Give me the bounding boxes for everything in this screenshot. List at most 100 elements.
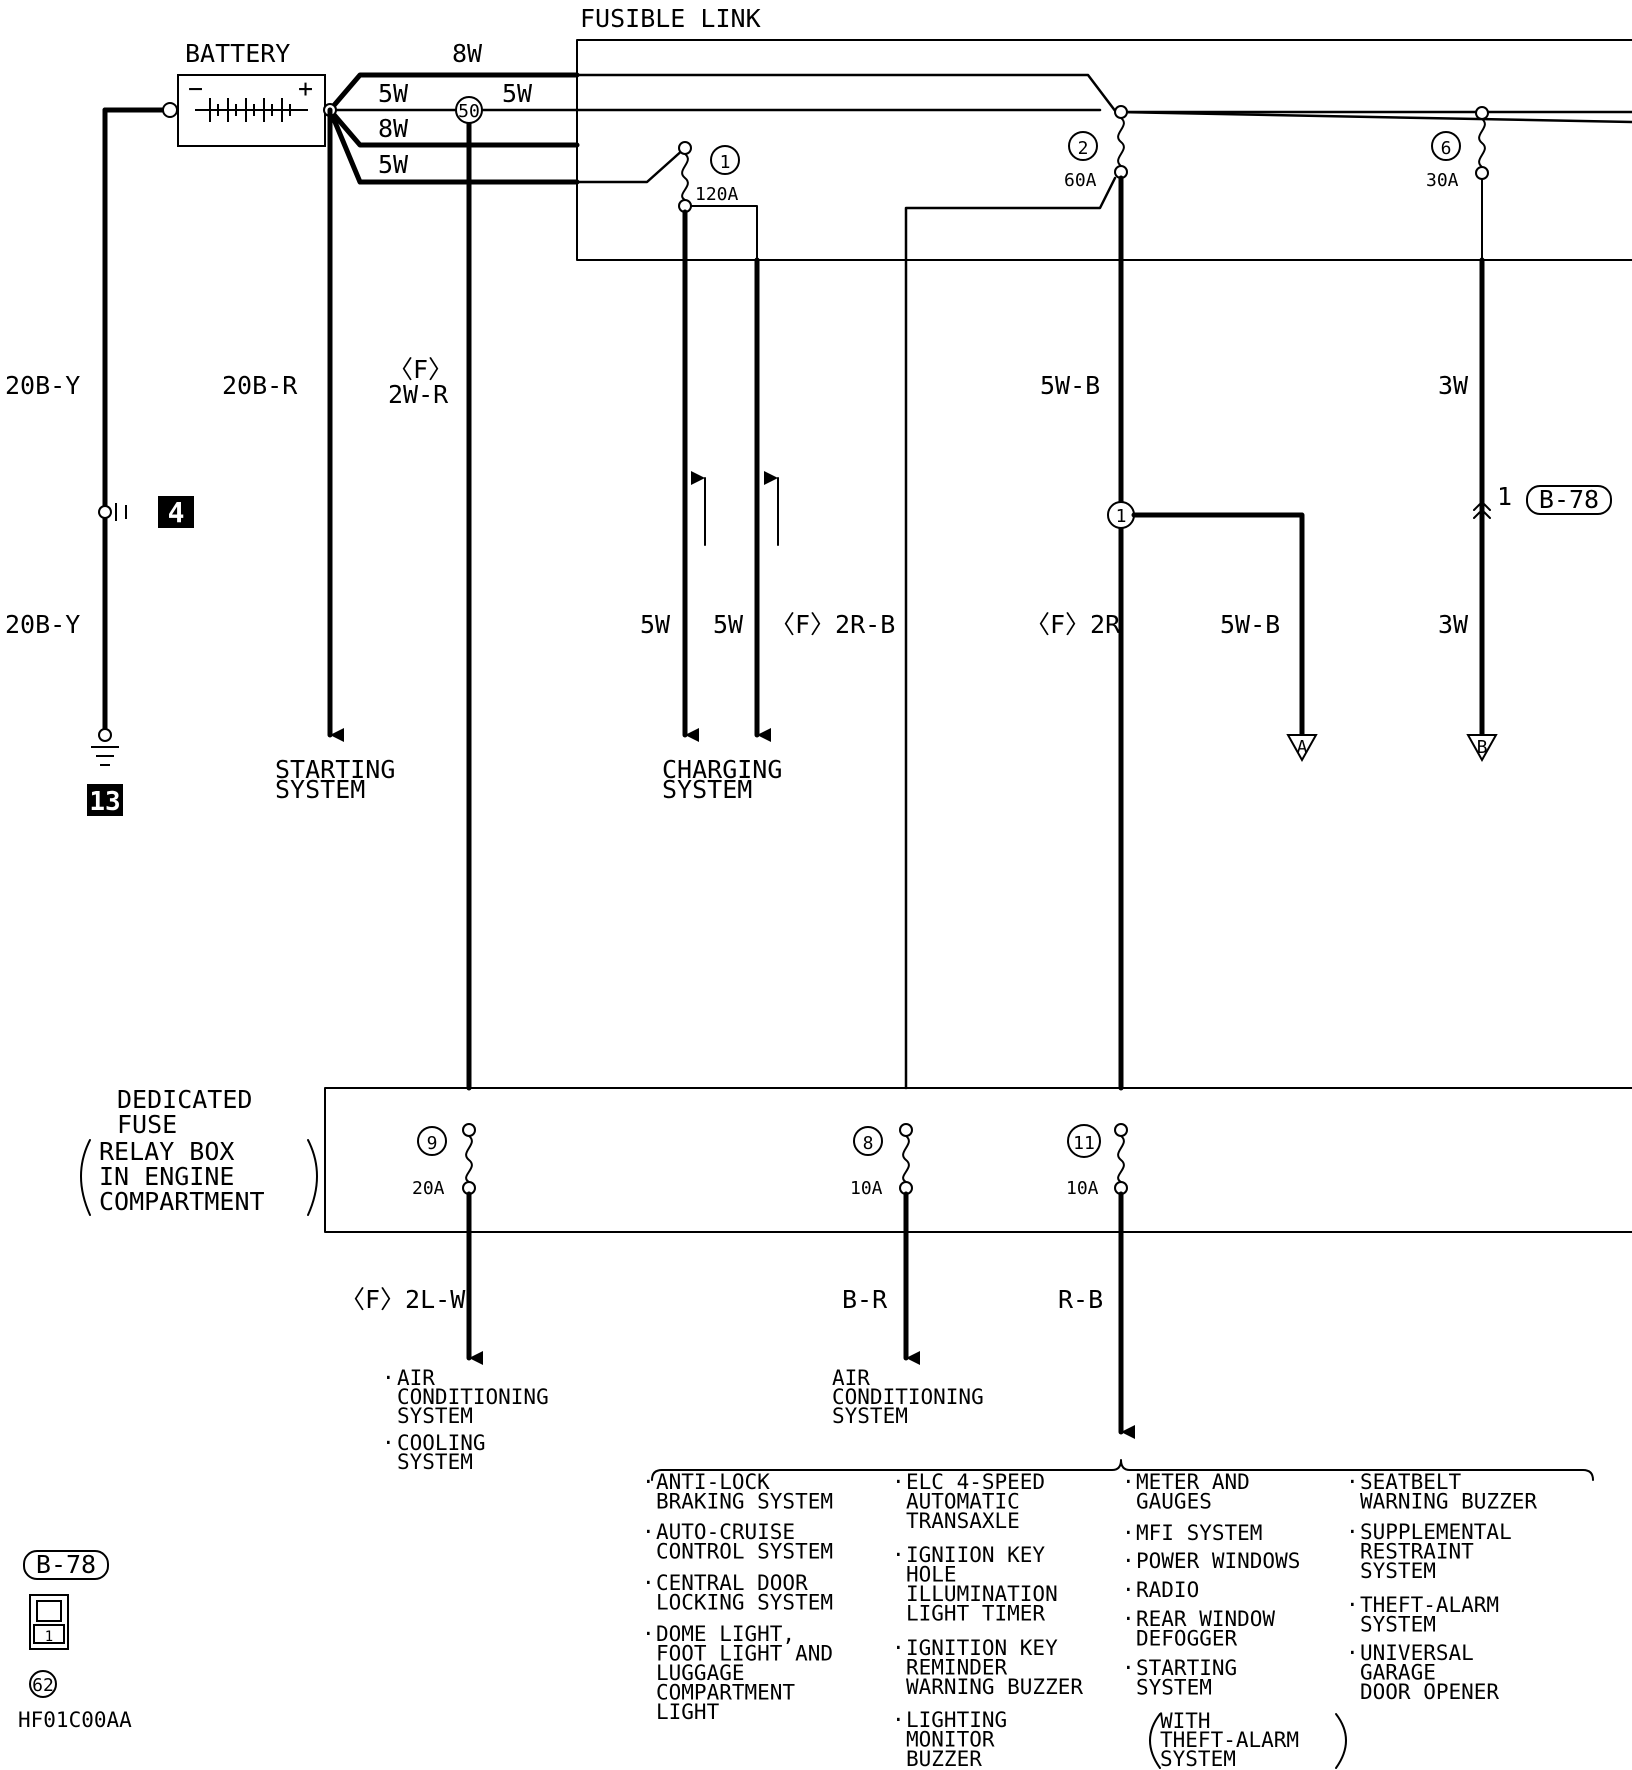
- system-item-line: LIGHTING: [906, 1708, 1007, 1732]
- fusible-link-label: FUSIBLE LINK: [580, 4, 761, 33]
- connector-icon: 1: [29, 1594, 69, 1650]
- connector-b78-ref: B-78: [1539, 485, 1599, 514]
- arrow-a: [1286, 734, 1318, 763]
- fuse-9-rating: 20A: [412, 1178, 445, 1199]
- diagram-code: HF01C00AA: [18, 1708, 132, 1732]
- legend-b78-ref: B-78: [36, 1550, 96, 1579]
- ac-left-line1: AIR: [397, 1366, 435, 1390]
- connector-50: [455, 96, 483, 124]
- ac-mid-line1: AIR: [832, 1366, 870, 1390]
- system-item-line: DOME LIGHT,: [656, 1622, 795, 1646]
- system-bullet: ·: [1122, 1470, 1135, 1494]
- battery-positive-wires: 8W 5W 5W 8W 5W: [323, 39, 580, 185]
- system-item-line: LIGHT TIMER: [906, 1602, 1045, 1626]
- fuse-1-rating: 120A: [695, 184, 739, 205]
- wire-label-2r: 〈F〉2R: [1025, 610, 1121, 639]
- system-item-line: DOOR OPENER: [1360, 1680, 1499, 1704]
- system-bullet: ·: [1122, 1607, 1135, 1631]
- system-item-line: GAUGES: [1136, 1490, 1212, 1514]
- ac-left-line3: SYSTEM: [397, 1404, 473, 1428]
- system-bullet: ·: [1346, 1520, 1359, 1544]
- battery-minus: −: [188, 74, 203, 103]
- relay-box-line4: IN ENGINE: [99, 1162, 234, 1191]
- cooling-line1: COOLING: [397, 1431, 486, 1455]
- system-item-line: UNIVERSAL: [1360, 1641, 1474, 1665]
- ground-id-13-box: [87, 784, 123, 816]
- relay-box-line1: DEDICATED: [117, 1085, 252, 1114]
- legend-connector-pin: 1: [45, 1629, 53, 1645]
- fusible-link-box: FUSIBLE LINK: [576, 4, 1632, 261]
- wire-label-20b-y-top: 20B-Y: [5, 371, 80, 400]
- junction-1-label: 1: [1116, 506, 1127, 527]
- system-item-line: POWER WINDOWS: [1136, 1549, 1300, 1573]
- ac-left-line2: CONDITIONING: [397, 1385, 549, 1409]
- feed-to-fuse-1: [575, 146, 687, 184]
- system-bullet: ·: [892, 1470, 905, 1494]
- battery-label: BATTERY: [185, 39, 290, 68]
- system-item-line: DEFOGGER: [1136, 1627, 1238, 1651]
- ac-mid-line3: SYSTEM: [832, 1404, 908, 1428]
- wire-label-2l-w: 〈F〉2L-W: [340, 1285, 466, 1314]
- connector-b78-pin-icon: [1473, 501, 1491, 519]
- system-item-line: LOCKING SYSTEM: [656, 1591, 833, 1615]
- connector-b78-badge: [1526, 485, 1612, 515]
- fuse-2-rating: 60A: [1064, 170, 1097, 191]
- charging-system-line2: SYSTEM: [662, 775, 752, 804]
- system-bullet: ·: [892, 1708, 905, 1732]
- theft-alarm-note-line1: WITH: [1160, 1709, 1211, 1733]
- fuse-8-rating: 10A: [850, 1178, 883, 1199]
- system-item-line: THEFT-ALARM: [1360, 1593, 1499, 1617]
- system-item-line: WARNING BUZZER: [906, 1675, 1083, 1699]
- legend-b78-badge: [23, 1550, 109, 1580]
- wire-label-2r-b: 〈F〉2R-B: [770, 610, 895, 639]
- system-item-line: ILLUMINATION: [906, 1582, 1058, 1606]
- wire-label-5w-charge-1: 5W: [640, 610, 671, 639]
- system-item-line: MONITOR: [906, 1728, 995, 1752]
- ac-mid-line2: CONDITIONING: [832, 1385, 984, 1409]
- systems-brace: [651, 1459, 1594, 1481]
- system-bullet: ·: [642, 1622, 655, 1646]
- relay-box-line3: RELAY BOX: [99, 1137, 234, 1166]
- system-bullet: ·: [892, 1543, 905, 1567]
- wire-label-8w-b: 8W: [378, 114, 409, 143]
- arrow-b: [1466, 734, 1498, 763]
- system-item-line: METER AND: [1136, 1470, 1250, 1494]
- wire-label-3w-bottom: 3W: [1438, 610, 1469, 639]
- wire-label-5w-c: 5W: [378, 150, 409, 179]
- fuse-6-number: 6: [1441, 138, 1452, 159]
- system-item-line: CENTRAL DOOR: [656, 1571, 808, 1595]
- theft-alarm-note-line2: THEFT-ALARM: [1160, 1728, 1299, 1752]
- fuse-1-number: 1: [720, 152, 731, 173]
- ground-id-4: 4: [168, 496, 185, 529]
- wire-label-20b-y-bottom: 20B-Y: [5, 610, 80, 639]
- ground-id-13: 13: [89, 787, 120, 817]
- fuse-9-icon: [465, 1135, 473, 1183]
- fuse-9: 9 20A 〈F〉2L-W · AIR CONDITIONING SYSTEM …: [340, 1123, 549, 1474]
- wire-label-b-r: B-R: [842, 1285, 888, 1314]
- fuse-11-number: 11: [1073, 1133, 1095, 1154]
- system-item-line: SYSTEM: [1360, 1559, 1436, 1583]
- arrow-a-label: A: [1297, 737, 1308, 758]
- fuse-2-icon: [1117, 117, 1125, 167]
- system-bullet: ·: [1346, 1641, 1359, 1665]
- connector-b78-pin: 1: [1497, 482, 1512, 511]
- system-item-line: HOLE: [906, 1563, 957, 1587]
- fusible-link-1: 1 120A 5W 5W 〈F〉2R-B CHARGING SYSTEM: [640, 141, 895, 804]
- system-bullet: ·: [892, 1636, 905, 1660]
- starting-system-wire: 20B-R STARTING SYSTEM: [222, 107, 395, 804]
- system-item-line: FOOT LIGHT AND: [656, 1642, 833, 1666]
- relay-box: DEDICATED FUSE RELAY BOX IN ENGINE COMPA…: [80, 1085, 1632, 1233]
- fuse-8-number: 8: [863, 1133, 874, 1154]
- system-item-line: BRAKING SYSTEM: [656, 1490, 833, 1514]
- wire-label-2w-r: 2W-R: [388, 380, 449, 409]
- system-item-line: BUZZER: [906, 1747, 982, 1770]
- fuse-11-rating: 10A: [1066, 1178, 1099, 1199]
- relay-box-line2: FUSE: [117, 1110, 177, 1139]
- system-item-line: COMPARTMENT: [656, 1681, 795, 1705]
- system-item-line: TRANSAXLE: [906, 1509, 1020, 1533]
- legend-number: 62: [32, 1675, 54, 1696]
- system-item-line: SEATBELT: [1360, 1470, 1462, 1494]
